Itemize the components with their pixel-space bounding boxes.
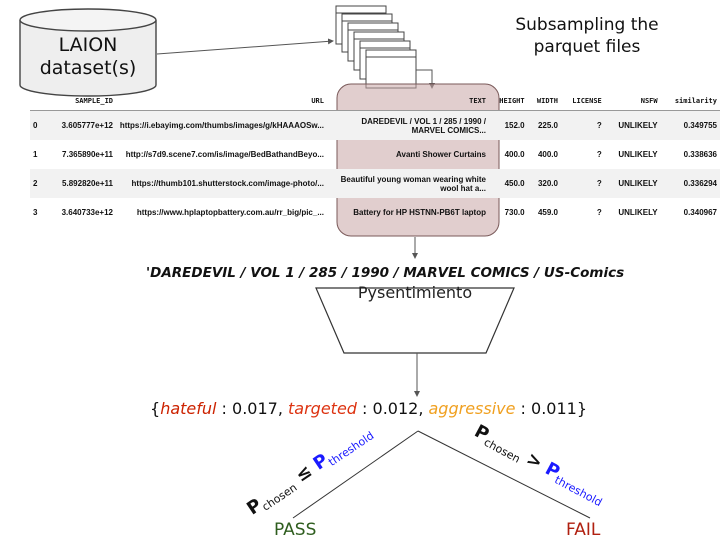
cell-height: 730.0: [504, 208, 525, 217]
db-to-files-arrow: [156, 38, 334, 55]
cell-sample-id: 3.605777e+12: [46, 110, 116, 140]
files-to-table-arrow: [416, 69, 435, 89]
cell-url: https://thumb101.shutterstock.com/image-…: [116, 169, 327, 198]
score-value-aggressive: 0.011: [531, 399, 577, 418]
subsampling-label-line2: parquet files: [533, 37, 641, 57]
row-index: 0: [30, 110, 46, 140]
cell-similarity: 0.349755: [660, 110, 720, 140]
cell-license: ?: [560, 169, 605, 198]
score-key-aggressive: aggressive: [428, 399, 516, 418]
database-label-line2: dataset(s): [39, 57, 137, 79]
scores-open-brace: {: [150, 399, 161, 418]
pass-branch-line: [292, 430, 419, 519]
cell-sample-id: 7.365890e+11: [62, 150, 113, 159]
cell-license: ?: [596, 150, 602, 159]
cell-height: 450.0: [489, 169, 528, 198]
column-header-width: WIDTH: [527, 92, 561, 111]
subsampling-label-line1: Subsampling the: [515, 15, 659, 35]
cell-similarity: 0.336294: [660, 169, 720, 198]
table-header-row: SAMPLE_ID URL TEXT HEIGHT WIDTH LICENSE …: [30, 92, 720, 111]
score-value-hateful: 0.017: [232, 399, 278, 418]
table-row: 0 3.605777e+12 https://i.ebayimg.com/thu…: [30, 110, 720, 140]
cell-url: https://i.ebayimg.com/thumbs/images/g/kH…: [116, 110, 327, 140]
database-label-line1: LAION: [58, 34, 118, 56]
score-comma: ,: [277, 399, 289, 418]
row-index: 1: [33, 150, 38, 159]
cell-sample-id: 5.892820e+11: [46, 169, 116, 198]
model-label: Pysentimiento: [357, 283, 473, 302]
score-sep: :: [356, 399, 373, 418]
cell-text: Battery for HP HSTNN-PB6T laptop: [353, 208, 486, 217]
score-value-targeted: 0.012: [372, 399, 419, 418]
parquet-files-stack: [335, 5, 417, 89]
row-index: 2: [30, 169, 46, 198]
cell-nsfw: UNLIKELY: [604, 169, 661, 198]
cell-width: 400.0: [537, 150, 558, 159]
score-comma: ,: [418, 399, 429, 418]
subsampling-label: Subsampling the parquet files: [482, 14, 692, 58]
column-header-text: TEXT: [327, 92, 489, 111]
row-index: 3: [33, 208, 38, 217]
fail-branch-line: [417, 430, 591, 519]
cell-similarity: 0.340967: [683, 208, 717, 217]
scores-line: {hateful : 0.017, targeted : 0.012, aggr…: [150, 399, 587, 418]
score-key-hateful: hateful: [160, 399, 217, 418]
table-row: 2 5.892820e+11 https://thumb101.shutters…: [30, 169, 720, 198]
cell-width: 225.0: [527, 110, 561, 140]
fail-outcome-label: FAIL: [566, 520, 601, 540]
column-header-height: HEIGHT: [489, 92, 528, 111]
column-header-index: [30, 92, 46, 111]
scores-close-brace: }: [576, 399, 588, 418]
cell-license: ?: [560, 110, 605, 140]
pass-outcome-label: PASS: [274, 520, 317, 540]
cell-width: 459.0: [537, 208, 558, 217]
column-header-similarity: similarity: [660, 92, 720, 111]
cell-height: 400.0: [504, 150, 525, 159]
cell-license: ?: [596, 208, 602, 217]
model-trapezoid: [315, 287, 515, 354]
cell-width: 320.0: [527, 169, 561, 198]
cell-text: Avanti Shower Curtains: [396, 150, 486, 159]
cell-height: 152.0: [489, 110, 528, 140]
cell-nsfw: UNLIKELY: [618, 208, 658, 217]
cell-nsfw: UNLIKELY: [604, 110, 661, 140]
cell-url: http://s7d9.scene7.com/is/image/BedBatha…: [125, 150, 324, 159]
score-key-targeted: targeted: [288, 399, 357, 418]
cell-text: DAREDEVIL / VOL 1 / 285 / 1990 / MARVEL …: [327, 110, 489, 140]
database-label: LAION dataset(s): [20, 34, 156, 80]
cell-similarity: 0.338636: [683, 150, 717, 159]
cell-nsfw: UNLIKELY: [618, 150, 658, 159]
dataframe-table: SAMPLE_ID URL TEXT HEIGHT WIDTH LICENSE …: [30, 92, 720, 227]
table-row: 1 7.365890e+11 http://s7d9.scene7.com/is…: [30, 140, 720, 169]
cell-url: https://www.hplaptopbattery.com.au/rr_bi…: [136, 208, 324, 217]
column-header-url: URL: [116, 92, 327, 111]
cell-text: Beautiful young woman wearing white wool…: [327, 169, 489, 198]
column-header-license: LICENSE: [560, 92, 605, 111]
column-header-sample-id: SAMPLE_ID: [46, 92, 116, 111]
table-row: 3 3.640733e+12 https://www.hplaptopbatte…: [30, 198, 720, 227]
column-header-nsfw: NSFW: [604, 92, 661, 111]
score-sep: :: [216, 399, 233, 418]
database-cylinder: [19, 8, 157, 97]
extracted-text: 'DAREDEVIL / VOL 1 / 285 / 1990 / MARVEL…: [146, 265, 625, 281]
score-sep: :: [515, 399, 532, 418]
cell-sample-id: 3.640733e+12: [61, 208, 113, 217]
